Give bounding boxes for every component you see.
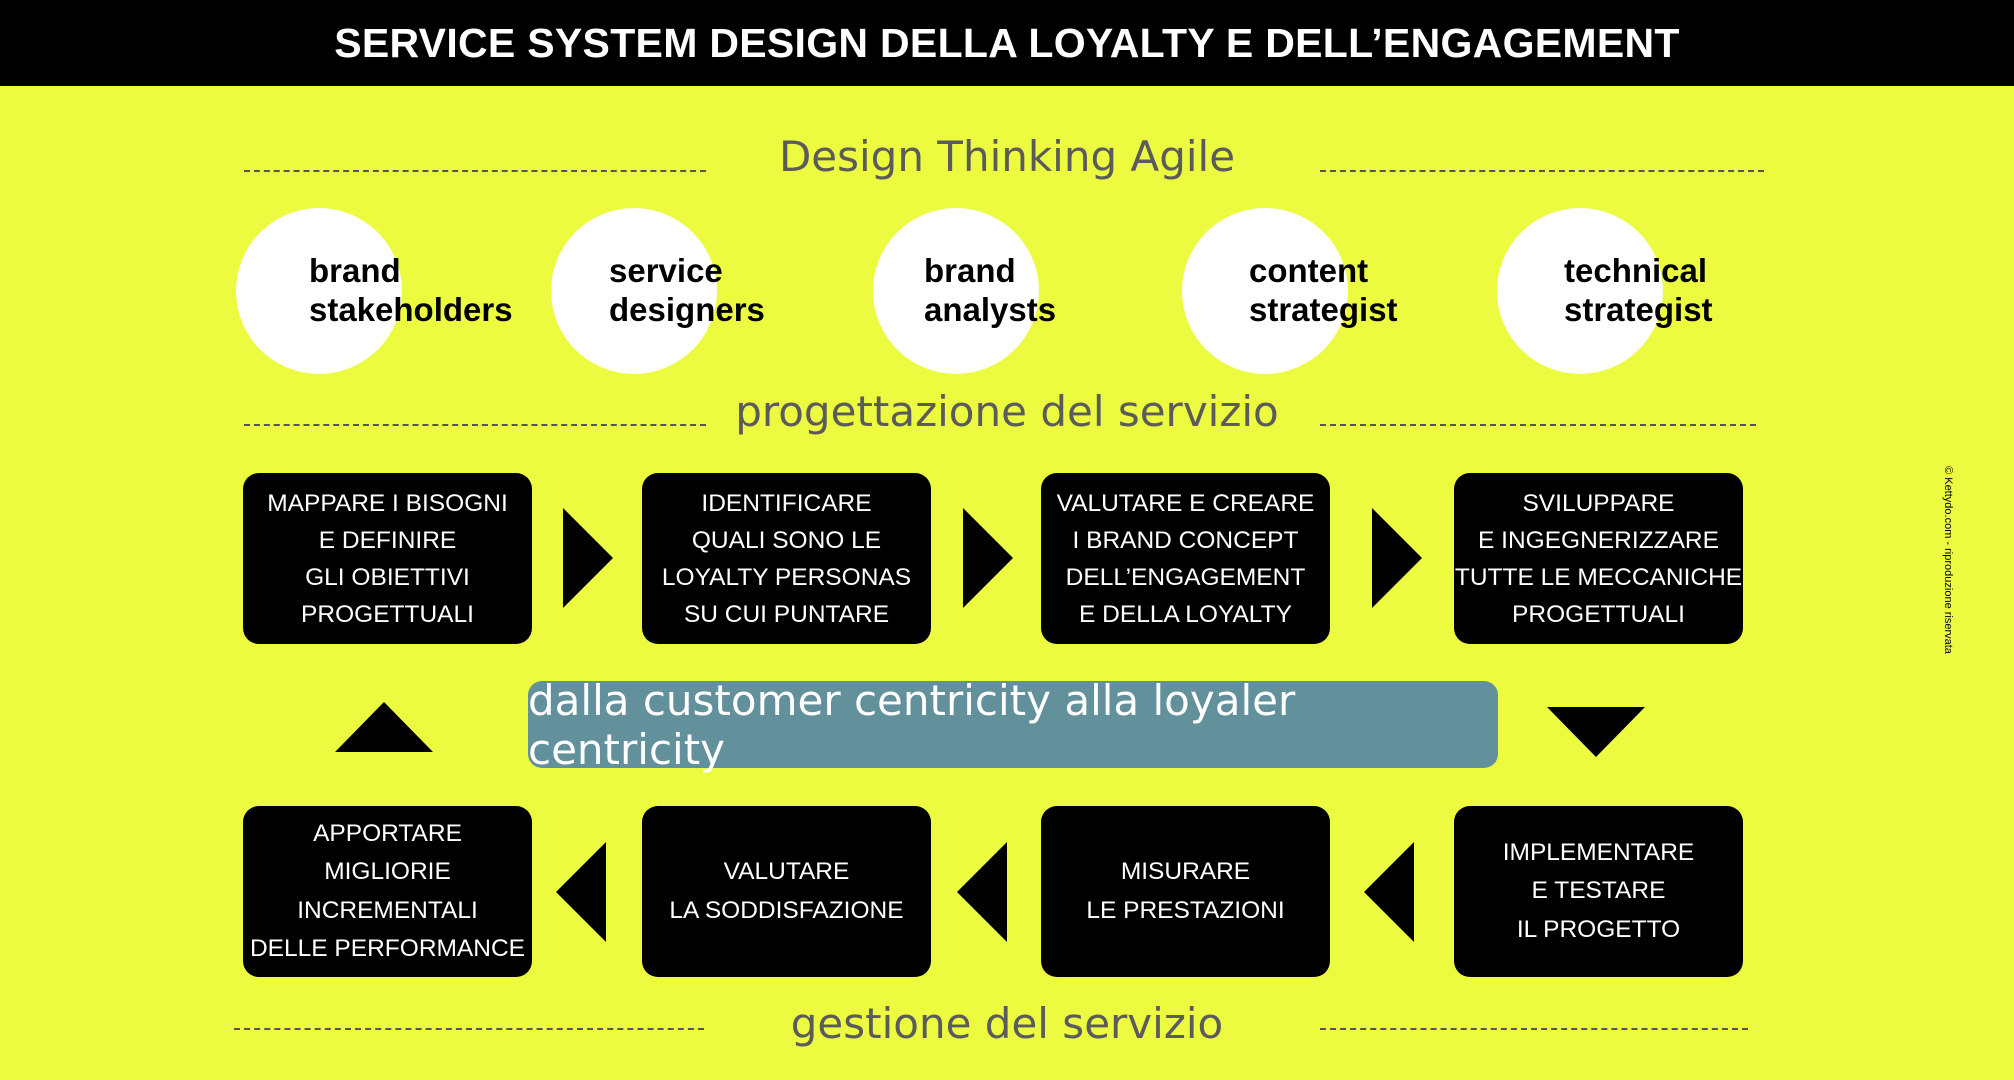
arrow-right-icon xyxy=(563,508,613,608)
section-label-gestione: gestione del servizio xyxy=(790,999,1224,1048)
step-text: VALUTARE LA SODDISFAZIONE xyxy=(669,858,904,924)
banner-text: dalla customer centricity alla loyaler c… xyxy=(528,675,1296,774)
step-text: MISURARE LE PRESTAZIONI xyxy=(1086,858,1285,924)
arrow-left-icon xyxy=(1364,842,1414,942)
divider-top-left xyxy=(244,170,706,172)
step-box-identificare-personas: IDENTIFICARE QUALI SONO LE LOYALTY PERSO… xyxy=(642,473,931,644)
divider-bottom-left xyxy=(234,1028,704,1030)
role-label-content-strategist: content strategist xyxy=(1249,252,1398,328)
page-title: SERVICE SYSTEM DESIGN DELLA LOYALTY E DE… xyxy=(334,19,1680,66)
role-label-brand-stakeholders: brand stakeholders xyxy=(309,252,513,328)
step-box-implementare: IMPLEMENTARE E TESTARE IL PROGETTO xyxy=(1454,806,1743,977)
centricity-banner: dalla customer centricity alla loyaler c… xyxy=(528,676,1498,774)
arrow-right-icon xyxy=(963,508,1013,608)
divider-top-right xyxy=(1320,170,1764,172)
divider-middle-left xyxy=(244,424,706,426)
page-header: SERVICE SYSTEM DESIGN DELLA LOYALTY E DE… xyxy=(0,0,2014,86)
role-label-service-designers: service designers xyxy=(609,252,765,328)
role-circle-service-designers xyxy=(551,208,717,374)
step-text: VALUTARE E CREARE I BRAND CONCEPT DELL’E… xyxy=(1056,489,1315,628)
step-box-apportare-migliorie: APPORTARE MIGLIORIE INCREMENTALI DELLE P… xyxy=(243,806,532,977)
arrow-right-icon xyxy=(1372,508,1422,608)
divider-bottom-right xyxy=(1320,1028,1748,1030)
arrow-left-icon xyxy=(957,842,1007,942)
arrow-up-icon xyxy=(335,702,433,752)
step-text: MAPPARE I BISOGNI E DEFINIRE GLI OBIETTI… xyxy=(267,489,508,628)
step-text: SVILUPPARE E INGEGNERIZZARE TUTTE LE MEC… xyxy=(1454,489,1743,628)
role-label-brand-analysts: brand analysts xyxy=(924,252,1057,328)
step-box-misurare-prestazioni: MISURARE LE PRESTAZIONI xyxy=(1041,806,1330,977)
role-circle-brand-stakeholders xyxy=(236,208,402,374)
role-circle-technical-strategist xyxy=(1497,208,1663,374)
divider-middle-right xyxy=(1320,424,1756,426)
step-box-valutare-creare: VALUTARE E CREARE I BRAND CONCEPT DELL’E… xyxy=(1041,473,1330,644)
section-label-design-thinking: Design Thinking Agile xyxy=(778,132,1236,181)
step-box-sviluppare: SVILUPPARE E INGEGNERIZZARE TUTTE LE MEC… xyxy=(1454,473,1743,644)
arrow-left-icon xyxy=(556,842,606,942)
arrow-down-icon xyxy=(1547,707,1645,757)
step-text: IDENTIFICARE QUALI SONO LE LOYALTY PERSO… xyxy=(661,489,912,628)
section-label-progettazione: progettazione del servizio xyxy=(735,387,1279,436)
step-box-mappare-bisogni: MAPPARE I BISOGNI E DEFINIRE GLI OBIETTI… xyxy=(243,473,532,644)
role-label-technical-strategist: technical strategist xyxy=(1564,252,1713,328)
role-circle-content-strategist xyxy=(1182,208,1348,374)
role-circle-brand-analysts xyxy=(873,208,1039,374)
step-text: APPORTARE MIGLIORIE INCREMENTALI DELLE P… xyxy=(249,819,525,963)
step-box-valutare-soddisfazione: VALUTARE LA SODDISFAZIONE xyxy=(642,806,931,977)
step-text: IMPLEMENTARE E TESTARE IL PROGETTO xyxy=(1502,838,1695,943)
copyright-notice: © Kettydo.com - riproduzione riservata xyxy=(1942,466,1954,654)
